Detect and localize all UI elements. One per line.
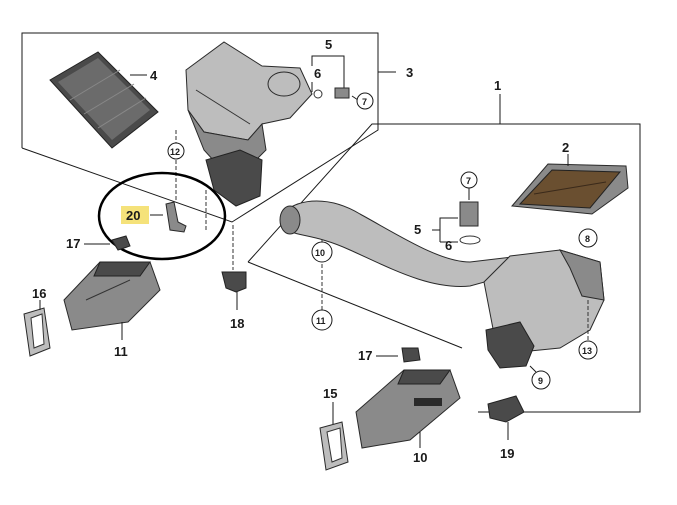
callout-12-upper: 12 — [170, 147, 180, 157]
callout-16: 16 — [32, 286, 46, 301]
upper-group-frame-lower — [21, 72, 379, 223]
part-13-resonator-lower — [355, 369, 461, 449]
callout-4: 4 — [150, 68, 158, 83]
sensor-lower — [459, 201, 479, 227]
callout-18: 19 — [500, 446, 514, 461]
callout-6-upper: 6 — [314, 66, 321, 81]
callout-9: 9 — [538, 376, 543, 386]
callout-9-circle — [531, 370, 551, 390]
callout-10-circle — [311, 241, 333, 263]
airbox-lower-housing — [483, 249, 605, 369]
callout-19: 18 — [230, 316, 244, 331]
callout-3: 3 — [406, 65, 413, 80]
callout-17-upper: 17 — [66, 236, 80, 251]
part-15-gasket-lower — [319, 421, 349, 471]
callout-5-lower: 5 — [414, 222, 421, 237]
part-17-pad-upper — [111, 235, 131, 251]
callout-20-highlight — [121, 206, 149, 224]
airbox-upper-housing — [185, 41, 313, 207]
callout-8: 8 — [585, 234, 590, 244]
callout-6-lower: 6 — [445, 238, 452, 253]
part-14-resonator-left — [63, 261, 161, 331]
callout-17-lower: 17 — [358, 348, 372, 363]
part-17-pad-lower — [401, 347, 421, 363]
callout-11-circle — [311, 309, 333, 331]
callout-7-upper: 7 — [362, 97, 367, 107]
callout-12-lower-circle — [578, 340, 598, 360]
lower-group-frame-edge — [247, 261, 463, 349]
callout-11: 11 — [316, 316, 326, 326]
callout-5-upper: 5 — [325, 37, 332, 52]
part-16-gasket-left — [23, 307, 51, 357]
part-18-mount — [487, 395, 525, 423]
callout-7-lower: 7 — [466, 176, 471, 186]
air-filter-element-upper — [49, 51, 159, 149]
lower-group-frame — [247, 123, 641, 413]
callout-2: 2 — [562, 140, 569, 155]
callout-15: 15 — [323, 386, 337, 401]
callout-7-upper-circle — [356, 92, 374, 110]
highlight-ring — [97, 171, 227, 261]
callout-14: 11 — [114, 344, 128, 359]
part-19-mount — [221, 271, 247, 293]
callout-20: 20 — [126, 208, 140, 223]
air-filter-element-lower — [510, 163, 629, 215]
callout-8-circle — [578, 228, 598, 248]
callout-12-upper-circle — [167, 142, 185, 160]
callout-12-lower: 13 — [582, 346, 592, 356]
callout-1: 1 — [494, 78, 501, 93]
callout-13: 10 — [413, 450, 427, 465]
callout-10: 10 — [315, 248, 325, 258]
seal-ring-lower — [459, 235, 481, 245]
intake-tube — [279, 200, 529, 287]
part-20-bracket — [165, 201, 187, 233]
